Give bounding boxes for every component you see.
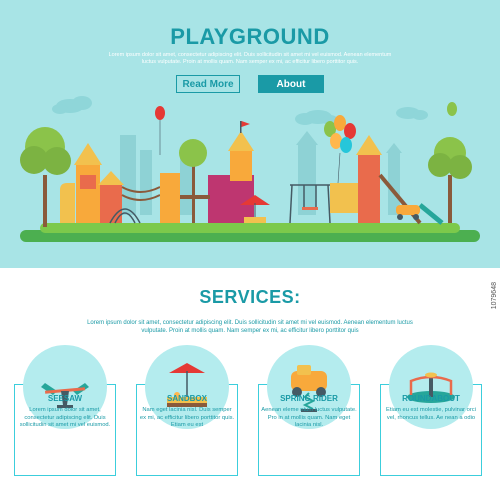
- balloon-icon: [155, 106, 165, 155]
- services-title: SERVICES:: [199, 287, 301, 307]
- service-circle: [145, 345, 229, 429]
- hero-title: PLAYGROUND: [170, 24, 330, 49]
- balloons-icon: [324, 115, 356, 184]
- sandbox-icon: [240, 195, 270, 223]
- service-circle: [389, 345, 473, 429]
- swing-icon: [289, 184, 331, 224]
- service-description: Nam eget lacinia nisl. Duis semper ex mi…: [139, 407, 235, 428]
- read-more-button[interactable]: Read More: [176, 75, 240, 93]
- spring-rider-icon: [291, 365, 327, 412]
- tree-icon: [179, 139, 207, 223]
- service-circle: [267, 345, 351, 429]
- tree-icon: [20, 127, 71, 227]
- watermark-id: 1079648: [491, 282, 498, 310]
- service-title: SEESAW: [47, 394, 83, 403]
- seesaw-icon: [41, 383, 89, 408]
- cloud-icon: [295, 110, 338, 125]
- service-title: SPRING RIDER: [280, 394, 338, 403]
- service-circle: [23, 345, 107, 429]
- service-title: SANDBOX: [166, 394, 207, 403]
- playground-illustration: [20, 96, 480, 242]
- spring-rider-icon: [396, 205, 420, 220]
- service-description: Lorem ipsum dolor sit amet, consectetur …: [19, 407, 111, 428]
- service-description: Etiam eu est molestie, pulvinar orci vel…: [386, 407, 476, 421]
- hero-banner: PLAYGROUND Lorem ipsum dolor sit amet, c…: [0, 0, 500, 268]
- roundabout-icon: [407, 372, 455, 403]
- services-description: Lorem ipsum dolor sit amet, consectetur …: [87, 320, 413, 334]
- balloon-icon: [447, 102, 457, 116]
- service-title: ROUNDABOUT: [402, 394, 460, 403]
- about-button[interactable]: About: [258, 75, 324, 93]
- play-tower-icon: [74, 143, 124, 223]
- tree-icon: [428, 137, 472, 223]
- play-tower-icon: [160, 121, 254, 223]
- cloud-icon: [396, 107, 428, 120]
- cloud-icon: [52, 96, 92, 114]
- service-description: Aenean eleme ntum luctus vulputate. Pro …: [261, 407, 357, 428]
- hero-description: Lorem ipsum dolor sit amet, consectetur …: [108, 52, 392, 65]
- sandbox-icon: [167, 363, 207, 407]
